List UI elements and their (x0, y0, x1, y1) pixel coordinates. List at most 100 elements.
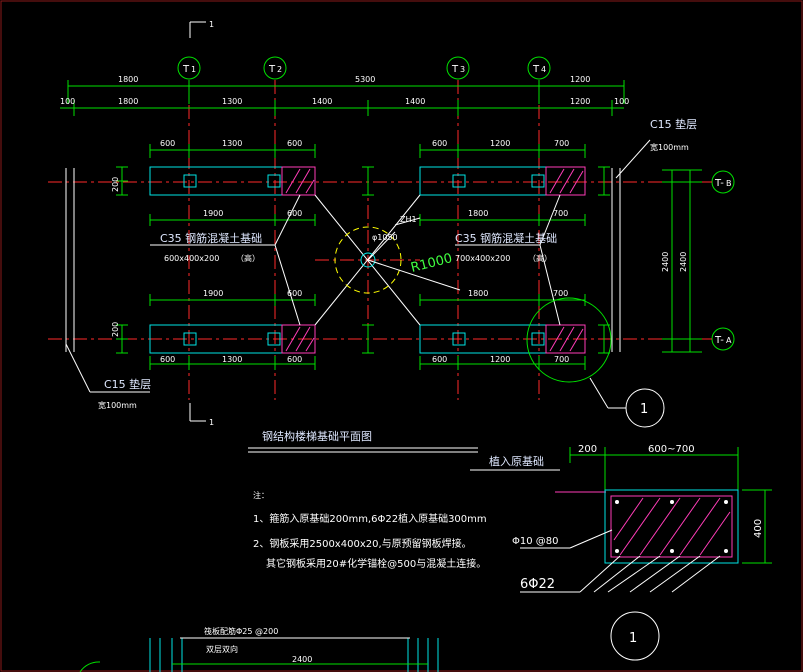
top-dim2-1800: 1800 (118, 97, 138, 106)
section-mark-top: 1 (189, 20, 214, 38)
right-dim-2400-a: 2400 (661, 252, 670, 272)
bottom-strip-dim: 2400 (292, 655, 312, 664)
section-mark-top-label: 1 (209, 20, 214, 29)
pad-top-width: 宽100mm (650, 142, 689, 152)
pad-label-top: C15 垫层 宽100mm (615, 117, 697, 179)
fdim-low-1900: 1900 (203, 289, 223, 298)
fdim-low-600: 600 (287, 289, 302, 298)
plan-title-text: 钢结构楼梯基础平面图 (262, 429, 372, 443)
detail-callout: 1 (526, 297, 665, 428)
top-dim-1200: 1200 (570, 75, 590, 84)
svg-text:T-: T- (714, 335, 724, 346)
bottom-strip: 筏板配筋Φ25 @200 双层双向 2400 (79, 626, 439, 672)
footing-dims-top: 600 1300 600 600 1200 700 (149, 139, 586, 158)
svg-text:T: T (451, 64, 459, 75)
footing-bottom-left (149, 324, 316, 354)
top-dim2-100-right: 100 (614, 97, 629, 106)
pile-radius-label: R1000 (409, 251, 454, 276)
detail-section: 植入原基础 200 600~700 400 Φ10 @80 (470, 444, 772, 661)
footing-dims-bottom: 600 1300 600 600 1200 700 (149, 355, 586, 370)
footing-size-right: 700x400x200 (455, 254, 510, 263)
fdim-tl-600b: 600 (287, 139, 302, 148)
axis-bubble-a: T-A (711, 327, 735, 351)
pile-dia-label: φ1050 (372, 233, 398, 242)
fdim-br-700: 700 (554, 355, 569, 364)
note-2: 2、钢板采用2500x400x20,与原预留钢板焊接。 (253, 537, 472, 550)
side-dim-tl-a: 200 (111, 177, 120, 192)
top-dimension-row-2: 100 1800 1300 1400 1400 1200 100 (60, 97, 629, 116)
footing-label-left: C35 钢筋混凝土基础 (160, 231, 262, 245)
top-dim2-100-left: 100 (60, 97, 75, 106)
detail-tag: 1 (629, 631, 637, 646)
top-dim-1800: 1800 (118, 75, 138, 84)
bottom-strip-label1: 筏板配筋Φ25 @200 (204, 626, 278, 636)
top-dim2-1300: 1300 (222, 97, 242, 106)
detail-dim-400: 400 (753, 519, 764, 538)
footing-top-right (419, 166, 586, 196)
top-dim2-1400-b: 1400 (405, 97, 425, 106)
footing-bottom-right (419, 324, 586, 354)
fdim-mid-1800: 1800 (468, 209, 488, 218)
axis-3-label: 3 (460, 65, 465, 74)
svg-text:T: T (182, 64, 190, 75)
pad-label-bottom: C15 垫层 宽100mm (65, 343, 151, 410)
axis-b-label: B (726, 179, 732, 188)
pad-bottom-width: 宽100mm (98, 400, 137, 410)
section-mark-bottom: 1 (189, 403, 214, 427)
axis-bubble-b: T-B (711, 170, 735, 194)
detail-dim-200: 200 (578, 444, 597, 455)
fdim-mid-600: 600 (287, 209, 302, 218)
top-dim2-1400-a: 1400 (312, 97, 332, 106)
fdim-br-1200: 1200 (490, 355, 510, 364)
detail-title: 植入原基础 (489, 454, 544, 468)
top-dim2-1200: 1200 (570, 97, 590, 106)
footing-note-right: （高） (528, 253, 552, 263)
svg-text:T: T (268, 64, 276, 75)
footing-label-right: C35 钢筋混凝土基础 (455, 231, 557, 245)
pad-bottom-label: C15 垫层 (104, 377, 151, 391)
bottom-strip-label2: 双层双向 (206, 644, 238, 654)
footing-size-left: 600x400x200 (164, 254, 219, 263)
detail-bars-label: 6Φ22 (520, 577, 555, 592)
fdim-tl-1300: 1300 (222, 139, 242, 148)
right-dim-2400-b: 2400 (679, 252, 688, 272)
right-overall-dims: 2400 2400 (661, 169, 702, 353)
fdim-bl-600a: 600 (160, 355, 175, 364)
fdim-tl-600a: 600 (160, 139, 175, 148)
axis-a-label: A (726, 336, 732, 345)
note-1: 1、箍筋入原基础200mm,6Φ22植入原基础300mm (253, 512, 487, 525)
label-leaders (150, 194, 561, 326)
axis-4-label: 4 (541, 65, 546, 74)
central-pile: ZH1 φ1050 R1000 (334, 215, 461, 294)
detail-dim-600-700: 600~700 (648, 444, 695, 455)
axis-1-label: 1 (191, 65, 196, 74)
top-dim-5300: 5300 (355, 75, 375, 84)
svg-text:T: T (532, 64, 540, 75)
fdim-low-700: 700 (553, 289, 568, 298)
fdim-bl-1300: 1300 (222, 355, 242, 364)
fdim-low-1800: 1800 (468, 289, 488, 298)
axis-2-label: 2 (277, 65, 282, 74)
axis-lines (48, 80, 712, 400)
top-dimension-row-1: 1800 5300 1200 (67, 75, 625, 104)
fdim-tr-1200: 1200 (490, 139, 510, 148)
footing-note-left: （高） (236, 253, 260, 263)
callout-tag: 1 (640, 402, 648, 417)
fdim-br-600: 600 (432, 355, 447, 364)
note-3: 其它钢板采用20#化学锚栓@500与混凝土连接。 (266, 557, 486, 570)
fdim-mid-1900: 1900 (203, 209, 223, 218)
fdim-tr-700: 700 (554, 139, 569, 148)
footing-top-left (149, 166, 316, 196)
pad-top-label: C15 垫层 (650, 117, 697, 131)
fdim-tr-600: 600 (432, 139, 447, 148)
section-mark-bottom-label: 1 (209, 418, 214, 427)
notes-head: 注： (253, 490, 269, 500)
pad-outline (65, 168, 621, 352)
fdim-mid-700: 700 (553, 209, 568, 218)
side-dim-bl-a: 200 (111, 322, 120, 337)
